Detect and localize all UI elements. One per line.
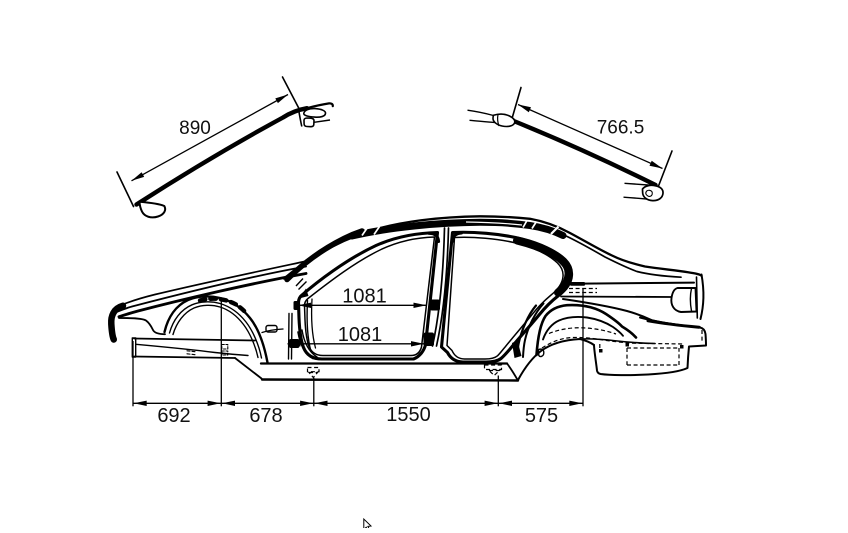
svg-text:575: 575: [525, 405, 558, 427]
svg-text:1081: 1081: [338, 324, 383, 346]
svg-text:692: 692: [157, 405, 190, 427]
svg-text:890: 890: [179, 118, 211, 139]
svg-text:678: 678: [249, 405, 282, 427]
svg-text:1550: 1550: [386, 404, 431, 426]
svg-text:1081: 1081: [342, 286, 387, 308]
svg-text:766.5: 766.5: [597, 118, 645, 139]
